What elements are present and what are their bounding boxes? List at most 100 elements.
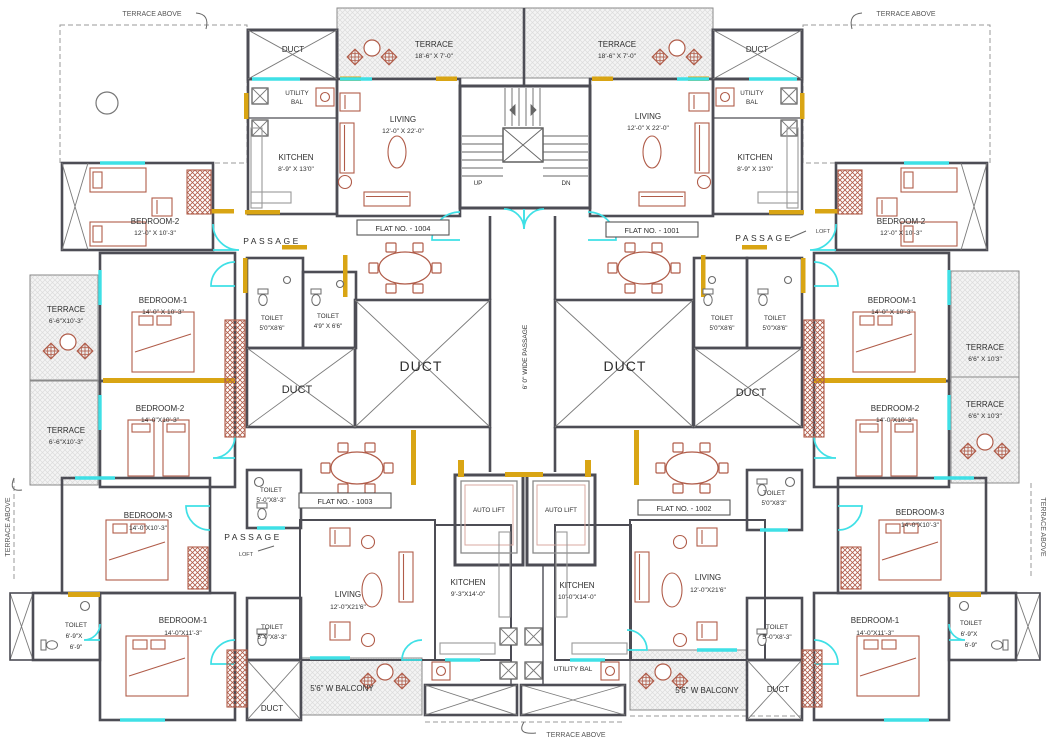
toilet-bottom-left-dims: 5'-0"X8'-3" [257, 634, 286, 641]
living-1002-name: LIVING [695, 573, 721, 582]
bedroom1-bottom-right-name: BEDROOM-1 [851, 616, 900, 625]
passage-top-left: PASSAGE [243, 236, 301, 246]
annotation-leaders [11, 12, 863, 734]
passage-bottom-left: PASSAGE [224, 532, 282, 542]
utility-bal-top-right-1: UTILITY [740, 90, 764, 97]
bedroom3-left-dims: 14'-0"X10'-3" [129, 525, 168, 532]
balcony-right-label: 5'6" W BALCONY [675, 686, 739, 695]
toilet-50x86-r1-name: TOILET [711, 315, 733, 322]
kitchen-1003-dims: 9'-3"X14'-0" [451, 591, 486, 598]
bedroom2-mid-right-dims: 14'-0"X10'-3" [876, 417, 915, 424]
duct-mid-right: DUCT [736, 387, 767, 399]
bedroom3-right-dims: 14'-0"X10'-3" [901, 522, 940, 529]
duct-bottom-right: DUCT [767, 685, 789, 694]
living-1004-dims: 12'-0" X 22'-0" [382, 128, 424, 135]
bedroom1-bottom-left-name: BEDROOM-1 [159, 616, 208, 625]
stair-dn-label: DN [561, 180, 571, 187]
kitchen-1004-name: KITCHEN [278, 153, 313, 162]
toilet-50x86-left-dims: 5'0"X8'6" [259, 325, 284, 332]
loft-bottom-left: LOFT [239, 552, 254, 558]
terrace-right-1-dims: 6'6" X 10'3" [968, 356, 1002, 363]
toilet-49x66-name: TOILET [317, 313, 339, 320]
bedroom1-bottom-right-dims: 14'-0"X11'-3" [856, 630, 894, 637]
kitchen-1003-name: KITCHEN [450, 578, 485, 587]
bedroom3-left-name: BEDROOM-3 [124, 511, 173, 520]
duct-big-left: DUCT [400, 358, 443, 374]
living-1002-dims: 12'-0"X21'6" [690, 587, 726, 594]
toilet-69-right-d1: 6'-9"X [961, 631, 979, 638]
living-1004-name: LIVING [390, 115, 416, 124]
bedroom2-mid-left-name: BEDROOM-2 [136, 404, 185, 413]
utility-bal-top-left-2: BAL [291, 99, 303, 106]
windows [75, 77, 974, 722]
terrace-above-top-left: TERRACE ABOVE [122, 11, 181, 18]
loft-top-right: LOFT [816, 229, 831, 235]
toilet-mid-left-name: TOILET [260, 487, 282, 494]
terrace-above-right-edge: TERRACE ABOVE [1039, 497, 1046, 556]
staircase [462, 88, 588, 177]
living-1003-name: LIVING [335, 590, 361, 599]
bedroom2-top-left-dims: 12'-0" X 10'-3" [134, 230, 176, 237]
toilet-69-left-d1: 6'-9"X [66, 633, 84, 640]
toilet-50x86-r2-dims: 5'0"X8'6" [762, 325, 787, 332]
utility-bal-top-left-1: UTILITY [285, 90, 309, 97]
flat-1001-label: FLAT NO. - 1001 [625, 226, 680, 235]
stair-up-label: UP [474, 180, 483, 187]
kitchen-1001-name: KITCHEN [737, 153, 772, 162]
toilet-49x66-dims: 4'9" X 6'6" [314, 323, 343, 330]
bedroom1-mid-right-dims: 14'-0" X 10'-3" [871, 309, 913, 316]
flat-1004-label: FLAT NO. - 1004 [376, 224, 431, 233]
duct-top-right: DUCT [746, 45, 768, 54]
passage-top-right: PASSAGE [735, 233, 793, 243]
toilet-bottom-left-name: TOILET [261, 624, 283, 631]
duct-mid-left: DUCT [282, 384, 313, 396]
toilet-69-left-name: TOILET [65, 622, 87, 629]
toilet-50x86-r2-name: TOILET [764, 315, 786, 322]
bedroom1-mid-left-name: BEDROOM-1 [139, 296, 188, 305]
bedroom3-right-name: BEDROOM-3 [896, 508, 945, 517]
terrace-above-left-edge: TERRACE ABOVE [5, 497, 12, 556]
toilet-69-left-d2: 6'-9" [70, 644, 83, 651]
bedroom1-mid-left-dims: 14'-0" X 10'-3" [142, 309, 184, 316]
terrace-right-2-dims: 6'6" X 10'3" [968, 413, 1002, 420]
bedroom2-mid-right-name: BEDROOM-2 [871, 404, 920, 413]
toilet-mid-left-dims: 5'-0"X8'-3" [256, 497, 285, 504]
labels-layer: TERRACE ABOVE TERRACE ABOVE TERRACE ABOV… [5, 11, 1046, 739]
auto-lift-1-label: AUTO LIFT [473, 507, 505, 514]
terrace-top-right-dims: 18'-6" X 7'-0" [598, 53, 637, 60]
terrace-right-1-name: TERRACE [966, 343, 1004, 352]
doors [83, 208, 966, 665]
duct-top-left: DUCT [282, 45, 304, 54]
flat-number-boxes: FLAT NO. - 1004 FLAT NO. - 1001 FLAT NO.… [298, 219, 731, 516]
utility-bal-bottom: UTILITY BAL [554, 666, 593, 673]
terrace-right-2-name: TERRACE [966, 400, 1004, 409]
auto-lift-2-label: AUTO LIFT [545, 507, 577, 514]
terrace-top-left-dims: 18'-6" X 7'-0" [415, 53, 454, 60]
toilet-mid-right-name: TOILET [763, 490, 785, 497]
terrace-above-top-right: TERRACE ABOVE [876, 11, 935, 18]
bedroom2-mid-left-dims: 14'-0"X10'-3" [141, 417, 180, 424]
living-1001-dims: 12'-0" X 22'-0" [627, 125, 669, 132]
living-1003-dims: 12'-0"X21'6" [330, 604, 366, 611]
terrace-top-right-name: TERRACE [598, 40, 636, 49]
flat-1003-label: FLAT NO. - 1003 [318, 497, 373, 506]
toilet-bottom-right-dims: 5'-0"X8'-3" [762, 634, 791, 641]
balcony-left-label: 5'6" W BALCONY [310, 684, 374, 693]
lift-cars [460, 480, 590, 554]
bedroom2-top-left-name: BEDROOM-2 [131, 217, 180, 226]
furniture-layer [40, 39, 1011, 708]
terrace-left-1-name: TERRACE [47, 305, 85, 314]
kitchen-1004-dims: 8'-9" X 13'0" [278, 166, 314, 173]
toilet-mid-right-dims: 5'0"X8'3" [761, 500, 786, 507]
toilet-50x86-r1-dims: 5'0"X8'6" [709, 325, 734, 332]
bedroom1-bottom-left-dims: 14'-0"X11'-3" [164, 630, 202, 637]
kitchen-1001-dims: 8'-9" X 13'0" [737, 166, 773, 173]
kitchen-1002-dims: 10'-0"X14'-0" [558, 594, 597, 601]
wide-passage-label: 6' 0" WIDE PASSAGE [522, 324, 529, 389]
toilet-50x86-left-name: TOILET [261, 315, 283, 322]
terrace-top-left-name: TERRACE [415, 40, 453, 49]
living-1001-name: LIVING [635, 112, 661, 121]
duct-x-marks [9, 29, 1041, 721]
bedroom1-mid-right-name: BEDROOM-1 [868, 296, 917, 305]
